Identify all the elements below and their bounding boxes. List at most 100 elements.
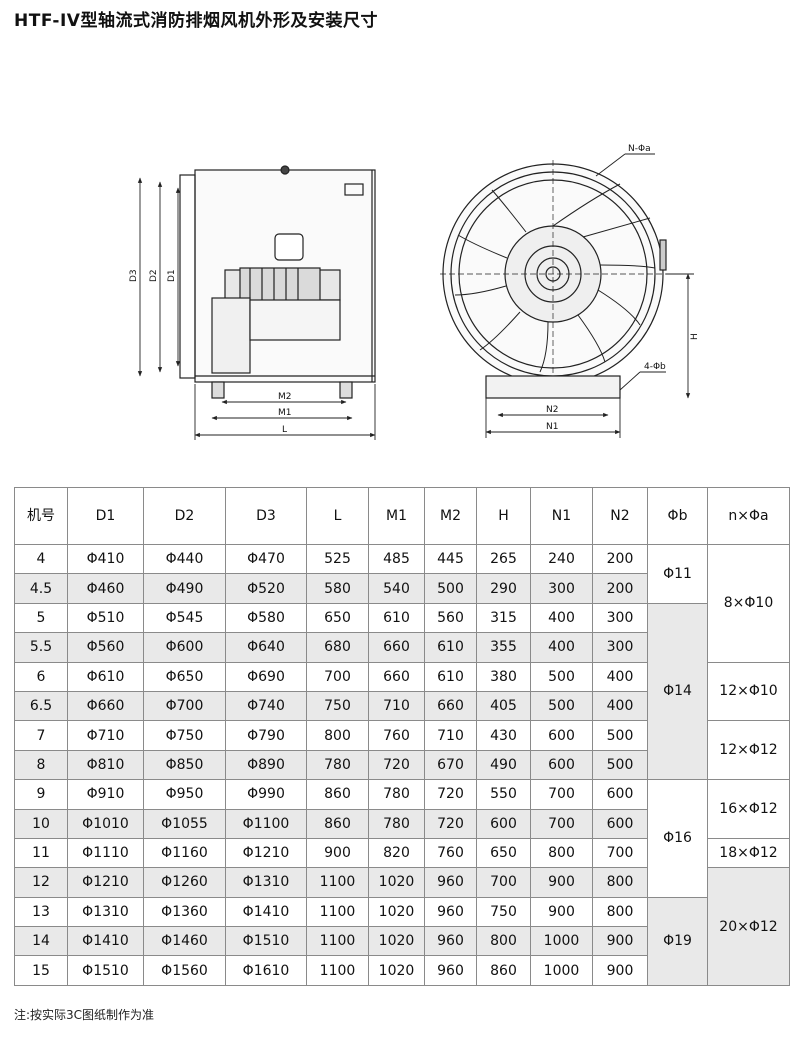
table-cell: 4.5: [14, 573, 68, 604]
table-cell: Φ600: [143, 632, 226, 663]
table-cell: 800: [476, 926, 531, 957]
header-m2: M2: [424, 487, 477, 545]
table-cell: 11: [14, 837, 68, 869]
front-view: [440, 160, 667, 399]
table-cell: Φ1410: [67, 926, 144, 957]
table-cell: Φ790: [225, 720, 307, 751]
table-header-row: 机号 D1 D2 D3 L M1 M2 H N1 N2 Φb n×Φa: [14, 487, 790, 545]
header-phi-b: Φb: [647, 487, 708, 545]
table-cell: 200: [592, 573, 648, 604]
table-cell: 660: [368, 661, 425, 692]
table-cell: Φ490: [143, 573, 226, 604]
table-cell: 800: [592, 867, 648, 898]
table-cell: 4: [14, 543, 68, 575]
table-cell: 6.5: [14, 690, 68, 722]
table-cell: 355: [476, 632, 531, 663]
table-cell: Φ520: [225, 573, 307, 604]
table-cell: 500: [530, 661, 593, 692]
table-cell: 500: [530, 690, 593, 722]
table-cell: 300: [592, 632, 648, 663]
n-phi-a-cell: 12×Φ12: [707, 720, 790, 781]
table-cell: 960: [424, 926, 477, 957]
table-cell: 750: [306, 690, 369, 722]
table-cell: 400: [592, 661, 648, 692]
table-cell: 660: [368, 632, 425, 663]
fan-drawing: D3 D2 D1 M2 M1 L: [129, 144, 700, 440]
table-cell: 1100: [306, 867, 369, 898]
table-cell: 780: [306, 749, 369, 781]
table-cell: 265: [476, 543, 531, 575]
table-cell: 240: [530, 543, 593, 575]
table-cell: Φ410: [67, 543, 144, 575]
table-cell: 405: [476, 690, 531, 722]
table-cell: 400: [592, 690, 648, 722]
table-cell: Φ1055: [143, 808, 226, 839]
n-phi-a-cell: 8×Φ10: [707, 544, 790, 663]
table-cell: 6: [14, 661, 68, 692]
table-cell: 700: [476, 867, 531, 898]
table-cell: 670: [424, 749, 477, 781]
table-cell: Φ460: [67, 573, 144, 604]
label-n2: N2: [546, 405, 558, 415]
label-m2: M2: [278, 392, 292, 402]
table-cell: Φ890: [225, 749, 307, 781]
table-cell: Φ610: [67, 661, 144, 692]
table-cell: 600: [476, 808, 531, 839]
table-cell: 380: [476, 661, 531, 692]
table-cell: 1100: [306, 926, 369, 957]
footnote: 注:按实际3C图纸制作为准: [14, 1008, 155, 1022]
table-cell: 610: [424, 632, 477, 663]
table-cell: 500: [592, 749, 648, 781]
table-cell: 800: [530, 837, 593, 869]
table-cell: Φ690: [225, 661, 307, 692]
table-cell: 485: [368, 543, 425, 575]
table-cell: 8: [14, 749, 68, 781]
table-cell: 7: [14, 720, 68, 751]
table-cell: 800: [592, 896, 648, 928]
table-cell: Φ650: [143, 661, 226, 692]
header-d3: D3: [225, 487, 307, 545]
table-cell: 700: [530, 808, 593, 839]
table-cell: 900: [592, 926, 648, 957]
table-cell: 760: [424, 837, 477, 869]
table-cell: 500: [592, 720, 648, 751]
table-cell: Φ510: [67, 602, 144, 634]
table-cell: Φ1610: [225, 955, 307, 986]
header-l: L: [306, 487, 369, 545]
table-cell: 560: [424, 602, 477, 634]
table-cell: Φ660: [67, 690, 144, 722]
table-cell: 300: [592, 602, 648, 634]
table-cell: 710: [424, 720, 477, 751]
table-cell: Φ750: [143, 720, 226, 751]
side-dimensions: [137, 177, 376, 440]
table-cell: 5: [14, 602, 68, 634]
table-cell: 430: [476, 720, 531, 751]
table-cell: Φ580: [225, 602, 307, 634]
table-cell: Φ640: [225, 632, 307, 663]
table-cell: Φ1310: [67, 896, 144, 928]
label-d3: D3: [129, 269, 139, 282]
table-cell: 1000: [530, 955, 593, 986]
header-model: 机号: [14, 487, 68, 545]
header-n-phi-a: n×Φa: [707, 487, 790, 545]
table-cell: 960: [424, 867, 477, 898]
table-cell: 290: [476, 573, 531, 604]
table-cell: 960: [424, 896, 477, 928]
table-cell: 800: [306, 720, 369, 751]
header-n2: N2: [592, 487, 648, 545]
table-cell: 680: [306, 632, 369, 663]
table-cell: 1020: [368, 867, 425, 898]
table-cell: 650: [306, 602, 369, 634]
table-cell: Φ1410: [225, 896, 307, 928]
phi-b-cell: Φ19: [647, 896, 708, 986]
header-d2: D2: [143, 487, 226, 545]
table-cell: 10: [14, 808, 68, 839]
phi-b-cell: Φ14: [647, 602, 708, 781]
